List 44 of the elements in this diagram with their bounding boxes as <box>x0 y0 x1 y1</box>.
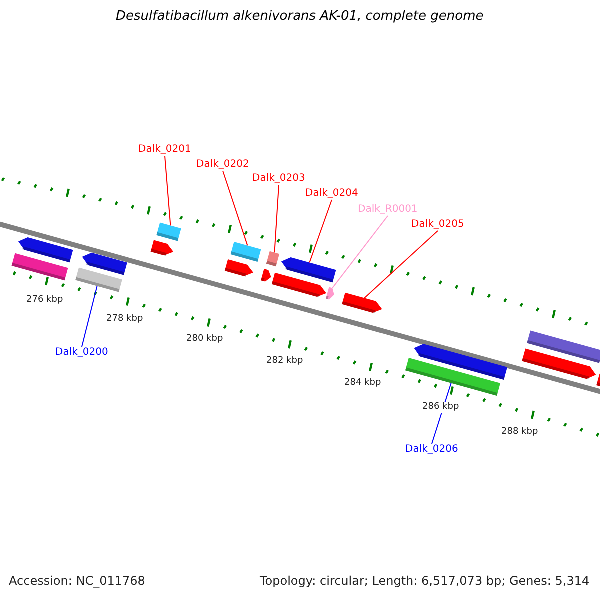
gene-feature <box>282 258 336 283</box>
scale-label: 286 kbp <box>422 402 460 413</box>
leader-line <box>309 200 332 264</box>
gene-feature <box>261 269 272 282</box>
gene-feature <box>266 251 280 267</box>
gene-label: Dalk_0201 <box>138 144 192 156</box>
gene-feature <box>82 252 128 276</box>
scale-label: 280 kbp <box>186 334 224 345</box>
gene-label: Dalk_0203 <box>252 173 306 185</box>
gene-feature <box>150 240 174 256</box>
gene-feature <box>342 292 382 314</box>
leader-line <box>332 216 388 289</box>
gene-feature <box>272 272 326 298</box>
leader-line <box>274 184 280 254</box>
gene-feature <box>76 268 122 292</box>
leader-line <box>364 230 438 299</box>
scale-label: 278 kbp <box>106 314 144 325</box>
gene-label: Dalk_0205 <box>412 219 464 231</box>
gene-feature <box>527 330 600 364</box>
gene-feature <box>522 348 596 380</box>
leader-line <box>164 156 172 226</box>
gene-feature <box>414 344 508 380</box>
footer-text: Accession: NC_011768 <box>9 574 146 588</box>
footer-text: Topology: circular; Length: 6,517,073 bp; Genes: 5,314 <box>260 574 590 588</box>
scale-label: 282 kbp <box>266 356 304 367</box>
gene-feature <box>18 238 74 263</box>
scale-label: 276 kbp <box>26 295 64 306</box>
gene-feature <box>596 374 600 387</box>
gene-label: Dalk_0202 <box>196 159 250 171</box>
gene-feature <box>224 259 254 277</box>
gene-label: Dalk_0204 <box>306 188 358 200</box>
gene-label: Dalk_0206 <box>406 444 458 456</box>
leader-line <box>82 286 98 348</box>
scale-label: 288 kbp <box>502 427 538 438</box>
gene-feature <box>230 242 262 262</box>
diagram-title: Desulfatibacillum alkenivorans AK-01, complete genome <box>116 9 484 25</box>
gene-feature <box>406 358 500 396</box>
leader-line <box>222 170 248 246</box>
gene-feature <box>326 287 334 300</box>
gene-label: Dalk_R0001 <box>358 204 418 216</box>
gene-feature <box>156 222 182 242</box>
gene-label: Dalk_0200 <box>56 347 108 359</box>
gene-feature <box>12 253 68 281</box>
scale-label: 284 kbp <box>344 378 382 389</box>
